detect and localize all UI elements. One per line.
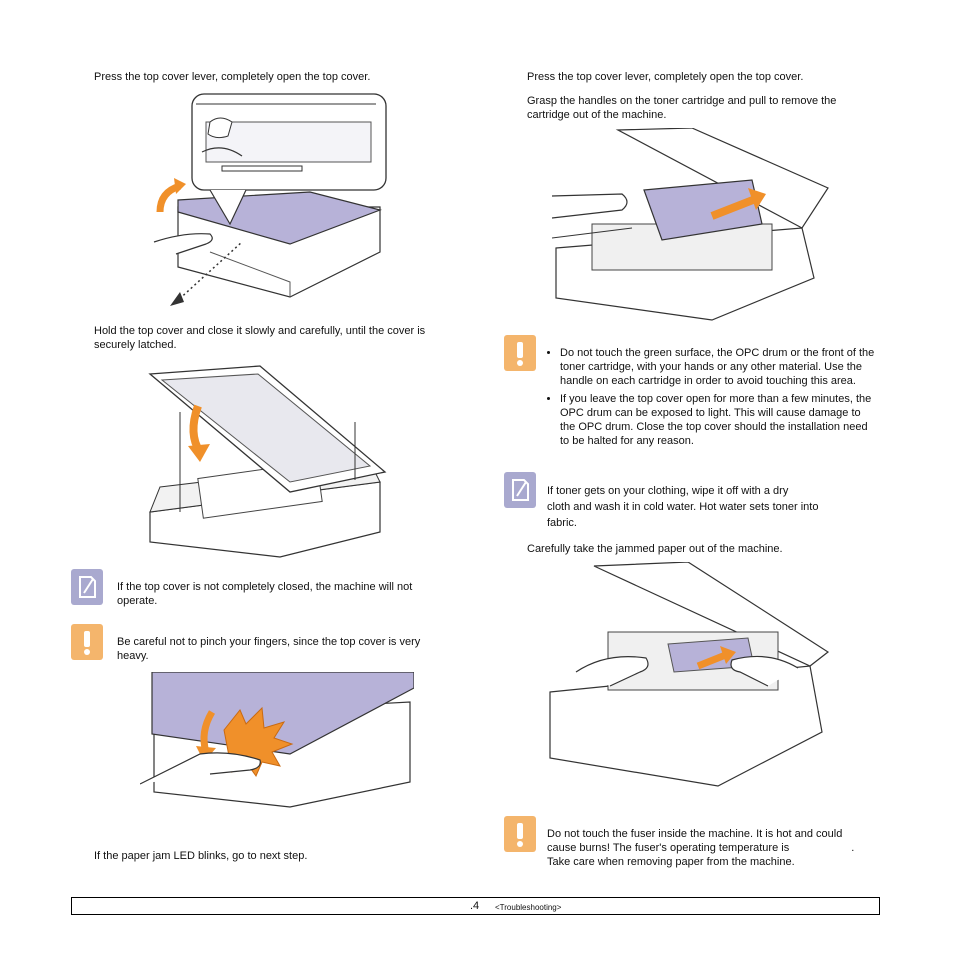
step-close-cover: Hold the top cover and close it slowly a… <box>94 325 426 351</box>
figure-pinch-warning <box>140 672 414 808</box>
note-icon <box>71 569 103 605</box>
note-toner-line-2: cloth and wash it in cold water. Hot wat… <box>547 501 819 513</box>
figure-remove-toner <box>552 128 829 321</box>
caution-pinch-fingers: Be careful not to pinch your fingers, si… <box>117 636 421 662</box>
note-toner-line-3: fabric. <box>547 517 577 529</box>
caution-icon <box>71 624 103 660</box>
note-icon <box>504 472 536 508</box>
step-paper-jam-led: If the paper jam LED blinks, go to next … <box>94 850 308 862</box>
caution-item-green-surface: Do not touch the green surface, the OPC … <box>560 346 876 388</box>
caution-fuser-line-2-text: cause burns! The fuser's operating tempe… <box>547 842 790 854</box>
page-footer: .4 <Troubleshooting> <box>71 897 880 915</box>
note-cover-not-closed: If the top cover is not completely close… <box>117 581 413 607</box>
step-open-cover-left: Press the top cover lever, completely op… <box>94 71 371 83</box>
figure-remove-jammed-paper <box>549 562 830 787</box>
step-open-cover-right: Press the top cover lever, completely op… <box>527 71 804 83</box>
caution-icon <box>504 335 536 371</box>
caution-icon <box>504 816 536 852</box>
section-label: <Troubleshooting> <box>495 903 562 912</box>
caution-fuser-line-3: Take care when removing paper from the m… <box>547 856 795 868</box>
caution-fuser-line-1: Do not touch the fuser inside the machin… <box>547 828 843 840</box>
step-take-jammed-paper: Carefully take the jammed paper out of t… <box>527 543 783 555</box>
note-toner-line-1: If toner gets on your clothing, wipe it … <box>547 485 789 497</box>
caution-fuser-line-2: cause burns! The fuser's operating tempe… <box>547 841 877 855</box>
caution-toner-list: Do not touch the green surface, the OPC … <box>546 346 876 452</box>
caution-fuser-period: . <box>851 842 855 854</box>
caution-item-light-exposure: If you leave the top cover open for more… <box>560 392 876 448</box>
step-grasp-toner: Grasp the handles on the toner cartridge… <box>527 95 837 121</box>
figure-open-cover-lever <box>153 93 387 306</box>
page-number: .4 <box>470 900 480 912</box>
figure-close-cover <box>148 365 387 558</box>
